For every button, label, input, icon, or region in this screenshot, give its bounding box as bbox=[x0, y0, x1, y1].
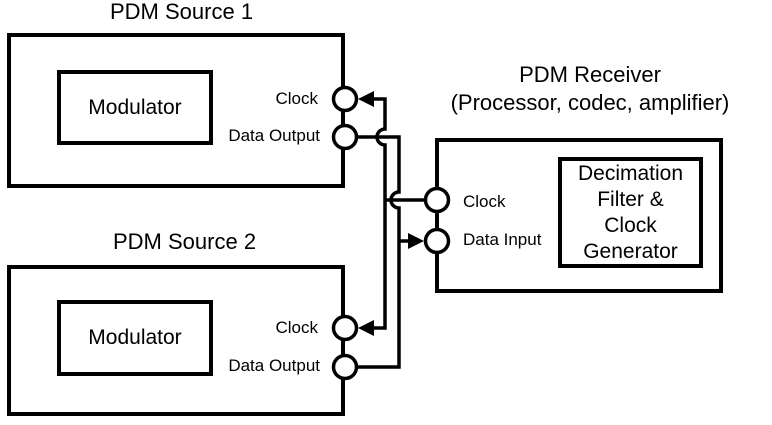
arrowhead-into-source2-clock-icon bbox=[358, 320, 374, 336]
arrowhead-into-receiver-data-input-icon bbox=[408, 233, 424, 249]
source1-title: PDM Source 1 bbox=[110, 0, 254, 24]
receiver-title: PDM Receiver bbox=[519, 62, 661, 87]
source2-data-output-label: Data Output bbox=[228, 356, 320, 375]
source2-modulator-label: Modulator bbox=[88, 326, 182, 349]
source2-clock-label: Clock bbox=[275, 318, 318, 337]
receiver-data-input-label: Data Input bbox=[463, 230, 542, 249]
source2-title: PDM Source 2 bbox=[113, 229, 257, 254]
clock-net-wire bbox=[370, 97, 424, 330]
receiver-clock-label: Clock bbox=[463, 192, 506, 211]
receiver-title-block: PDM Receiver (Processor, codec, amplifie… bbox=[410, 61, 770, 117]
source2-modulator-box: Modulator bbox=[57, 300, 213, 376]
receiver-clock-port-icon bbox=[423, 186, 451, 214]
source1-modulator-label: Modulator bbox=[88, 95, 182, 119]
source1-clock-label: Clock bbox=[275, 89, 318, 108]
source2-data-output-port-icon bbox=[331, 353, 359, 381]
receiver-subtitle: (Processor, codec, amplifier) bbox=[450, 90, 730, 115]
receiver-decimation-box: Decimation Filter & Clock Generator bbox=[558, 157, 703, 268]
receiver-data-input-port-icon bbox=[423, 227, 451, 255]
source1-clock-port-icon bbox=[331, 85, 359, 113]
source2-clock-port-icon bbox=[331, 314, 359, 342]
receiver-decimation-label: Decimation Filter & Clock Generator bbox=[577, 161, 684, 263]
source1-data-output-label: Data Output bbox=[228, 126, 320, 145]
arrowhead-into-source1-clock-icon bbox=[358, 91, 374, 107]
source1-data-output-port-icon bbox=[331, 123, 359, 151]
source1-modulator-box: Modulator bbox=[57, 70, 213, 145]
